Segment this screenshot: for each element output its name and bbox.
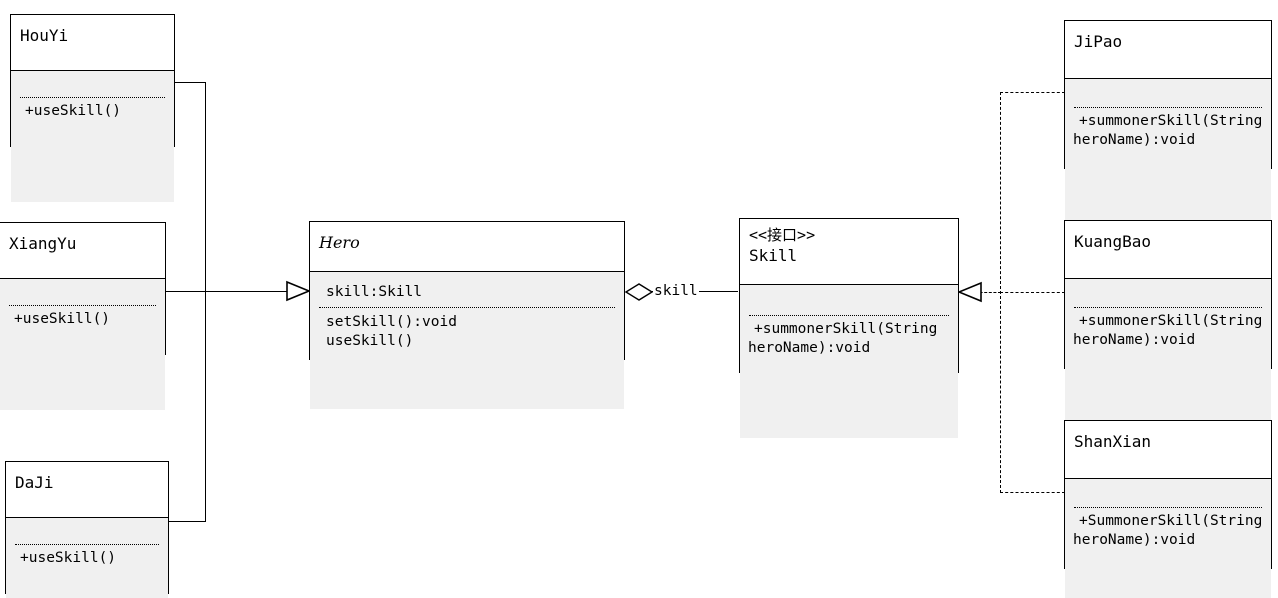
class-header-hero: Hero (310, 222, 624, 272)
realization-branch-kuangbao (1000, 292, 1065, 293)
class-compartment-divider-skill (749, 315, 949, 316)
class-compartment-divider-kuangbao (1074, 307, 1262, 308)
class-operations-shanxian: +SummonerSkill(String heroName):void (1065, 508, 1271, 556)
class-attributes-houyi (11, 71, 174, 97)
class-header-jipao: JiPao (1065, 21, 1271, 79)
aggregation-diamond (624, 280, 654, 308)
operation-item-continued: heroName):void (1073, 332, 1196, 348)
class-attributes-shanxian (1065, 479, 1271, 507)
operation-item: +SummonerSkill(String (1079, 513, 1263, 529)
generalization-arrowhead (286, 277, 312, 309)
class-compartment-divider-houyi (20, 97, 165, 98)
class-body-jipao: +summonerSkill(String heroName):void (1065, 79, 1271, 226)
class-box-daji[interactable]: DaJi +useSkill() (5, 461, 169, 598)
class-operations-kuangbao: +summonerSkill(String heroName):void (1065, 308, 1271, 356)
class-attributes-hero: skill:Skill (310, 272, 624, 307)
class-compartment-divider-daji (15, 544, 159, 545)
class-box-houyi[interactable]: HouYi +useSkill() (10, 14, 175, 202)
operation-item-continued: heroName):void (748, 340, 871, 356)
class-header-kuangbao: KuangBao (1065, 221, 1271, 279)
class-header-shanxian: ShanXian (1065, 421, 1271, 479)
class-box-xiangyu[interactable]: XiangYu +useSkill() (0, 222, 166, 410)
class-operations-daji: +useSkill() (6, 545, 168, 574)
class-body-daji: +useSkill() (6, 518, 168, 598)
class-body-skill: +summonerSkill(String heroName):void (740, 285, 958, 438)
operation-item: +summonerSkill(String (1079, 113, 1263, 129)
class-name-kuangbao: KuangBao (1074, 232, 1152, 251)
class-box-shanxian[interactable]: ShanXian +SummonerSkill(String heroName)… (1064, 420, 1272, 598)
class-box-hero[interactable]: Hero skill:Skill setSkill():void useSkil… (309, 221, 625, 409)
operation-item: +useSkill() (14, 311, 111, 327)
class-name-skill: Skill (749, 246, 798, 265)
class-body-xiangyu: +useSkill() (0, 279, 165, 410)
class-header-skill: <<接口>> Skill (740, 219, 958, 285)
class-header-houyi: HouYi (11, 15, 174, 71)
class-attributes-daji (6, 518, 168, 544)
class-operations-skill: +summonerSkill(String heroName):void (740, 316, 958, 364)
aggregation-role-label: skill (653, 283, 699, 300)
class-name-shanxian: ShanXian (1074, 432, 1152, 451)
class-box-kuangbao[interactable]: KuangBao +summonerSkill(String heroName)… (1064, 220, 1272, 426)
class-name-daji: DaJi (15, 473, 54, 492)
operation-item: +useSkill() (25, 103, 122, 119)
class-body-shanxian: +SummonerSkill(String heroName):void (1065, 479, 1271, 598)
realization-branch-jipao (1000, 92, 1065, 93)
class-name-hero: Hero (319, 233, 360, 252)
class-attributes-jipao (1065, 79, 1271, 107)
class-attributes-skill (740, 285, 958, 315)
class-header-xiangyu: XiangYu (0, 223, 165, 279)
class-attributes-kuangbao (1065, 279, 1271, 307)
class-name-xiangyu: XiangYu (9, 234, 77, 253)
operation-item: useSkill() (326, 333, 414, 349)
operation-item-continued: heroName):void (1073, 532, 1196, 548)
generalization-branch-daji (169, 521, 206, 522)
realization-arrowhead (956, 278, 983, 310)
generalization-trunk (205, 82, 206, 522)
realization-branch-shanxian (1000, 492, 1065, 493)
class-attributes-xiangyu (0, 279, 165, 305)
generalization-stem-to-hero (205, 291, 289, 292)
class-body-kuangbao: +summonerSkill(String heroName):void (1065, 279, 1271, 426)
class-box-skill[interactable]: <<接口>> Skill +summonerSkill(String heroN… (739, 218, 959, 438)
class-stereotype-skill: <<接口>> (749, 226, 816, 244)
class-compartment-divider-hero (319, 307, 615, 308)
operation-item: +summonerSkill(String (754, 321, 938, 337)
class-header-daji: DaJi (6, 462, 168, 518)
class-compartment-divider-jipao (1074, 107, 1262, 108)
class-compartment-divider-xiangyu (9, 305, 156, 306)
class-body-hero: skill:Skill setSkill():void useSkill() (310, 272, 624, 409)
class-operations-xiangyu: +useSkill() (0, 306, 165, 335)
operation-item-continued: heroName):void (1073, 132, 1196, 148)
class-compartment-divider-shanxian (1074, 507, 1262, 508)
class-operations-hero: setSkill():void useSkill() (310, 308, 624, 357)
generalization-branch-xiangyu (166, 291, 206, 292)
operation-item: +useSkill() (20, 550, 117, 566)
operation-item: +summonerSkill(String (1079, 313, 1263, 329)
class-operations-houyi: +useSkill() (11, 98, 174, 127)
operation-item: setSkill():void (326, 314, 457, 330)
realization-stem-to-skill (975, 292, 1001, 293)
attribute-item: skill:Skill (326, 284, 423, 300)
class-name-houyi: HouYi (20, 26, 69, 45)
class-operations-jipao: +summonerSkill(String heroName):void (1065, 108, 1271, 156)
class-name-jipao: JiPao (1074, 32, 1123, 51)
class-box-jipao[interactable]: JiPao +summonerSkill(String heroName):vo… (1064, 20, 1272, 226)
generalization-branch-houyi (174, 82, 206, 83)
class-body-houyi: +useSkill() (11, 71, 174, 202)
